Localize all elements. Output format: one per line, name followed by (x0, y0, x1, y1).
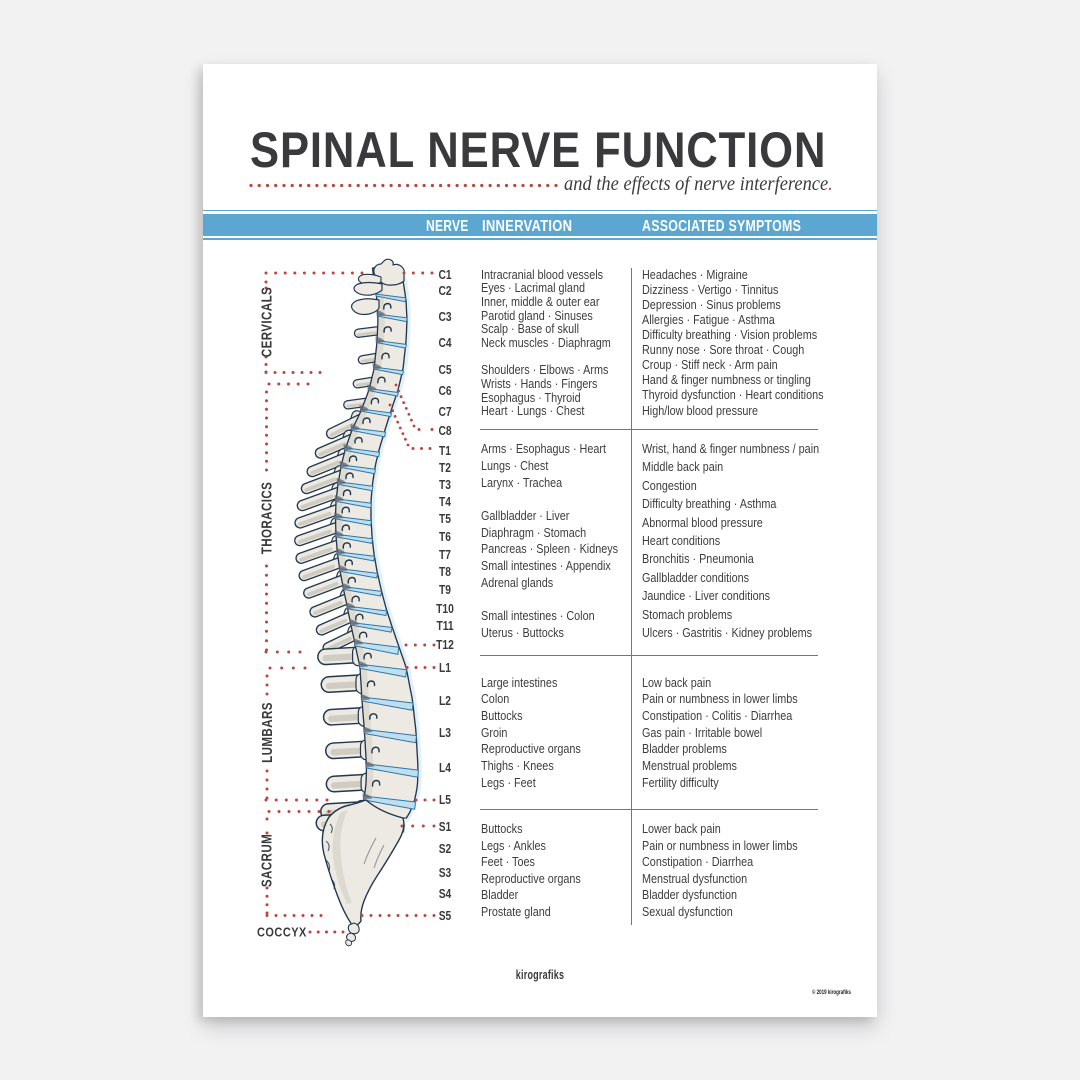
svg-text:THORACICS: THORACICS (258, 482, 275, 555)
svg-text:COCCYX: COCCYX (257, 925, 307, 940)
svg-text:CERVICALS: CERVICALS (258, 287, 275, 357)
svg-text:SACRUM: SACRUM (258, 834, 275, 887)
svg-text:LUMBARS: LUMBARS (259, 702, 276, 763)
